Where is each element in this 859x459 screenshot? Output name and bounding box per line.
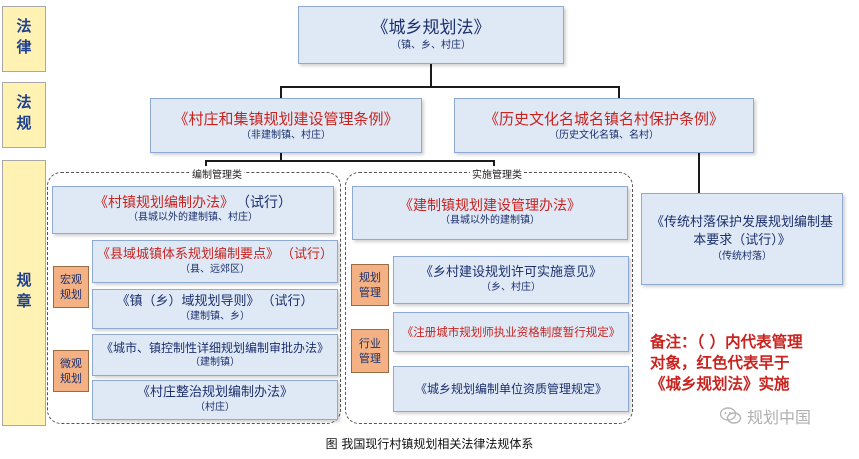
item-title: 《村镇规划编制办法》 bbox=[94, 195, 234, 211]
traditional-village-box: 《传统村落保护发展规划编制基本要求（试行）》 （传统村落） bbox=[641, 193, 843, 285]
item-title: 《村庄整治规划编制办法》 bbox=[136, 385, 293, 400]
tag-micro-planning: 微观 规划 bbox=[53, 350, 89, 392]
compile-group-label: 编制管理类 bbox=[190, 166, 244, 181]
law-title: 《城乡规划法》 bbox=[371, 18, 491, 38]
item-sub: （县、远郊区） bbox=[180, 263, 250, 275]
item-suffix: （试行） bbox=[261, 294, 314, 309]
regulation-box-historic: 《历史文化名城名镇名村保护条例》 （历史文化名镇、名村） bbox=[454, 98, 754, 153]
item-sub: （建制镇、乡） bbox=[180, 311, 250, 322]
regulation-title: 《历史文化名城名镇名村保护条例》 bbox=[483, 109, 724, 128]
sidebar-regulation: 法规 bbox=[2, 82, 46, 148]
item-title: 《镇（乡）域规划导则》 bbox=[116, 294, 260, 309]
regulation-box-village: 《村庄和集镇规划建设管理条例》 （非建制镇、村庄） bbox=[150, 98, 422, 153]
item-sub: （县城以外的建制镇） bbox=[440, 215, 540, 226]
item-title: 《乡村建设规划许可实施意见》 bbox=[419, 265, 602, 280]
sidebar-law: 法律 bbox=[2, 6, 46, 72]
item-suffix: （试行） bbox=[236, 195, 292, 211]
regulation-title: 《村庄和集镇规划建设管理条例》 bbox=[173, 109, 399, 128]
watermark: 规划中国 bbox=[720, 404, 811, 428]
tag-industry-management: 行业 管理 bbox=[351, 329, 389, 373]
regulation-sub: （历史文化名镇、名村） bbox=[549, 129, 659, 141]
connector-reg-left bbox=[280, 86, 282, 98]
traditional-sub: （传统村落） bbox=[712, 251, 772, 262]
law-sub: （镇、乡、村庄） bbox=[391, 40, 471, 51]
regulation-sub: （非建制镇、村庄） bbox=[241, 129, 331, 141]
item-sub: （建制镇） bbox=[190, 357, 240, 368]
item-suffix: （试行） bbox=[281, 246, 334, 262]
figure-caption: 图 我国现行村镇规划相关法律法规体系 bbox=[325, 437, 534, 451]
compile-item: 《村镇规划编制办法》（试行） （县城以外的建制镇、村庄） bbox=[52, 186, 334, 234]
compile-item: 《镇（乡）域规划导则》（试行） （建制镇、乡） bbox=[92, 289, 338, 329]
implement-item: 《建制镇规划建设管理办法》 （县城以外的建制镇） bbox=[352, 186, 628, 240]
item-title: 《注册城市规划师执业资格制度暂行规定》 bbox=[401, 325, 621, 339]
implement-item: 《注册城市规划师执业资格制度暂行规定》 bbox=[393, 312, 629, 352]
compile-item: 《村庄整治规划编制办法》 （村庄） bbox=[92, 380, 338, 420]
watermark-text: 规划中国 bbox=[747, 408, 812, 427]
tag-planning-management: 规划 管理 bbox=[351, 264, 389, 306]
compile-item: 《县域城镇体系规划编制要点》（试行） （县、远郊区） bbox=[92, 240, 338, 283]
traditional-title: 《传统村落保护发展规划编制基本要求（试行）》 bbox=[650, 215, 833, 248]
law-box: 《城乡规划法》 （镇、乡、村庄） bbox=[298, 6, 564, 64]
wechat-icon bbox=[720, 407, 742, 424]
item-title: 《县域城镇体系规划编制要点》 bbox=[96, 246, 279, 262]
compile-item: 《城市、镇控制性详细规划编制审批办法》 （建制镇） bbox=[92, 334, 338, 376]
implement-item: 《乡村建设规划许可实施意见》 （乡、村庄） bbox=[393, 256, 629, 304]
item-sub: （村庄） bbox=[195, 402, 235, 413]
item-sub: （乡、村庄） bbox=[481, 282, 541, 293]
implement-item: 《城乡规划编制单位资质管理规定》 bbox=[393, 366, 629, 412]
connector-law-down bbox=[430, 63, 432, 87]
note-line: 备注：（ ）内代表管理 bbox=[650, 333, 803, 351]
item-title: 《建制镇规划建设管理办法》 bbox=[399, 198, 581, 214]
item-title: 《城乡规划编制单位资质管理规定》 bbox=[414, 382, 607, 396]
connector-split-horizontal bbox=[205, 160, 495, 162]
connector-right-down bbox=[698, 152, 700, 194]
connector-reg-horizontal bbox=[280, 86, 619, 88]
sidebar-rules: 规章 bbox=[2, 160, 46, 426]
item-title: 《城市、镇控制性详细规划编制审批办法》 bbox=[100, 341, 329, 355]
connector-reg-right bbox=[618, 86, 620, 98]
note-line: 对象，红色代表早于 bbox=[650, 354, 790, 372]
tag-macro-planning: 宏观 规划 bbox=[53, 266, 89, 308]
item-sub: （县城以外的建制镇、村庄） bbox=[128, 212, 258, 223]
note: 备注：（ ）内代表管理 对象，红色代表早于 《城乡规划法》实施 bbox=[650, 332, 855, 395]
implement-group-label: 实施管理类 bbox=[470, 166, 524, 181]
connector-left-down bbox=[280, 152, 282, 161]
note-line: 《城乡规划法》实施 bbox=[650, 375, 790, 393]
